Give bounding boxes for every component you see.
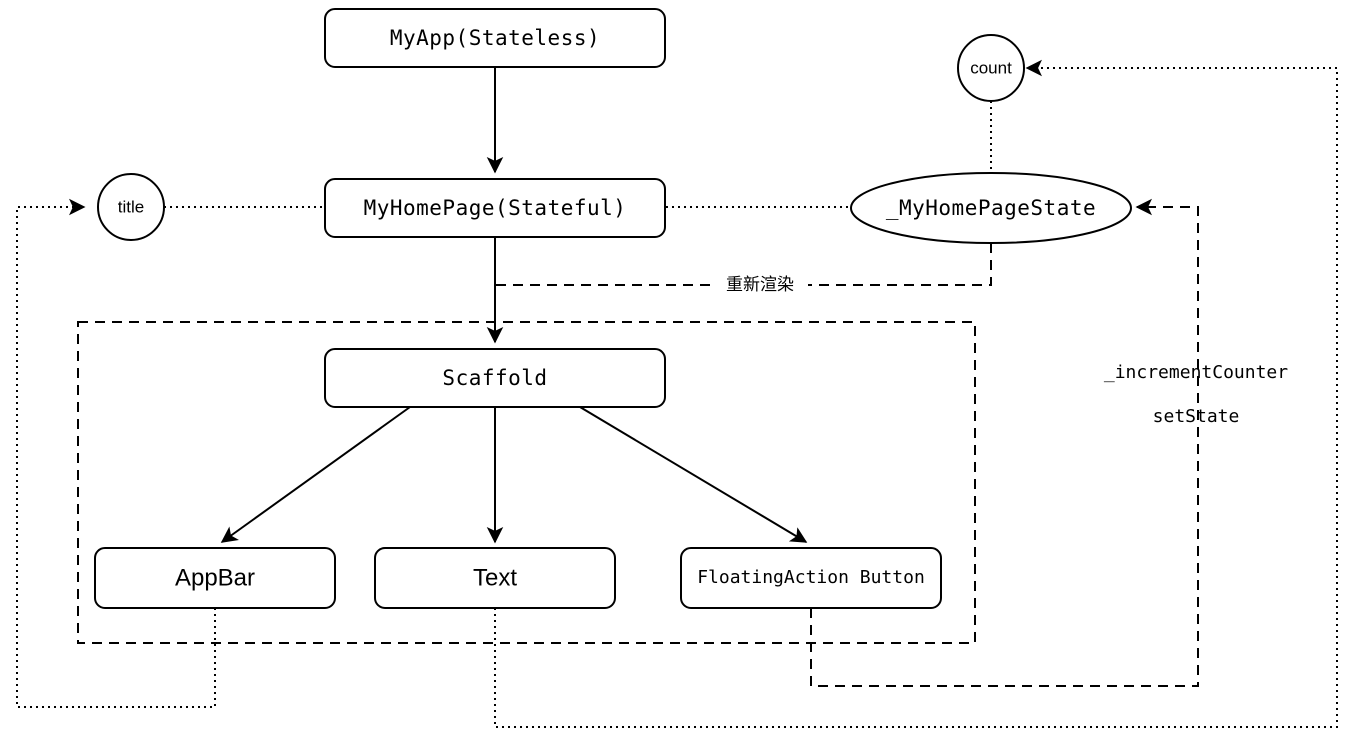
node-count-label: count	[970, 58, 1012, 77]
node-myhomepagestate-ellipse[interactable]	[850, 172, 1132, 244]
node-text[interactable]: Text	[374, 547, 616, 609]
edge-label-increment-counter: _incrementCounter	[1104, 362, 1288, 383]
node-count-circle[interactable]	[957, 34, 1025, 102]
edge-fab-to-state-setstate	[810, 198, 1199, 687]
edge-label-set-state: setState	[1153, 406, 1240, 427]
node-fab-label: FloatingAction Button	[697, 567, 925, 588]
edge-label-rerender: 重新渲染	[726, 275, 794, 295]
node-myhomepagestate-label: _MyHomePageState	[886, 196, 1096, 220]
node-scaffold-label: Scaffold	[442, 366, 547, 390]
node-title-circle[interactable]	[97, 173, 165, 241]
node-myhomepage[interactable]: MyHomePage(Stateful)	[324, 178, 666, 238]
node-appbar-label: AppBar	[175, 564, 255, 591]
node-myhomepage-box[interactable]	[324, 178, 666, 238]
node-scaffold[interactable]: Scaffold	[324, 348, 666, 408]
node-text-label: Text	[473, 564, 517, 591]
edge-scaffold-to-fab	[579, 406, 808, 543]
edge-label-rerender-backdrop	[712, 272, 808, 298]
node-myhomepage-label: MyHomePage(Stateful)	[364, 196, 627, 220]
edge-label-rerender-group: 重新渲染	[712, 272, 808, 298]
node-text-box[interactable]	[374, 547, 616, 609]
node-myapp-box[interactable]	[324, 8, 666, 68]
edge-text-to-count	[494, 59, 1338, 728]
edge-appbar-to-title	[16, 198, 216, 708]
node-title-label: title	[118, 197, 144, 216]
node-myapp[interactable]: MyApp(Stateless)	[324, 8, 666, 68]
node-count[interactable]: count	[957, 34, 1025, 102]
edge-scaffold-to-appbar	[220, 406, 411, 543]
node-scaffold-box[interactable]	[324, 348, 666, 408]
scaffold-subtree-group	[77, 321, 976, 644]
node-title[interactable]: title	[97, 173, 165, 241]
node-myapp-label: MyApp(Stateless)	[390, 26, 600, 50]
node-fab-box[interactable]	[680, 547, 942, 609]
node-floating-action-button[interactable]: FloatingAction Button	[680, 547, 942, 609]
node-appbar-box[interactable]	[94, 547, 336, 609]
edge-state-rerender-to-subtree	[496, 243, 992, 286]
node-appbar[interactable]: AppBar	[94, 547, 336, 609]
node-myhomepagestate[interactable]: _MyHomePageState	[850, 172, 1132, 244]
